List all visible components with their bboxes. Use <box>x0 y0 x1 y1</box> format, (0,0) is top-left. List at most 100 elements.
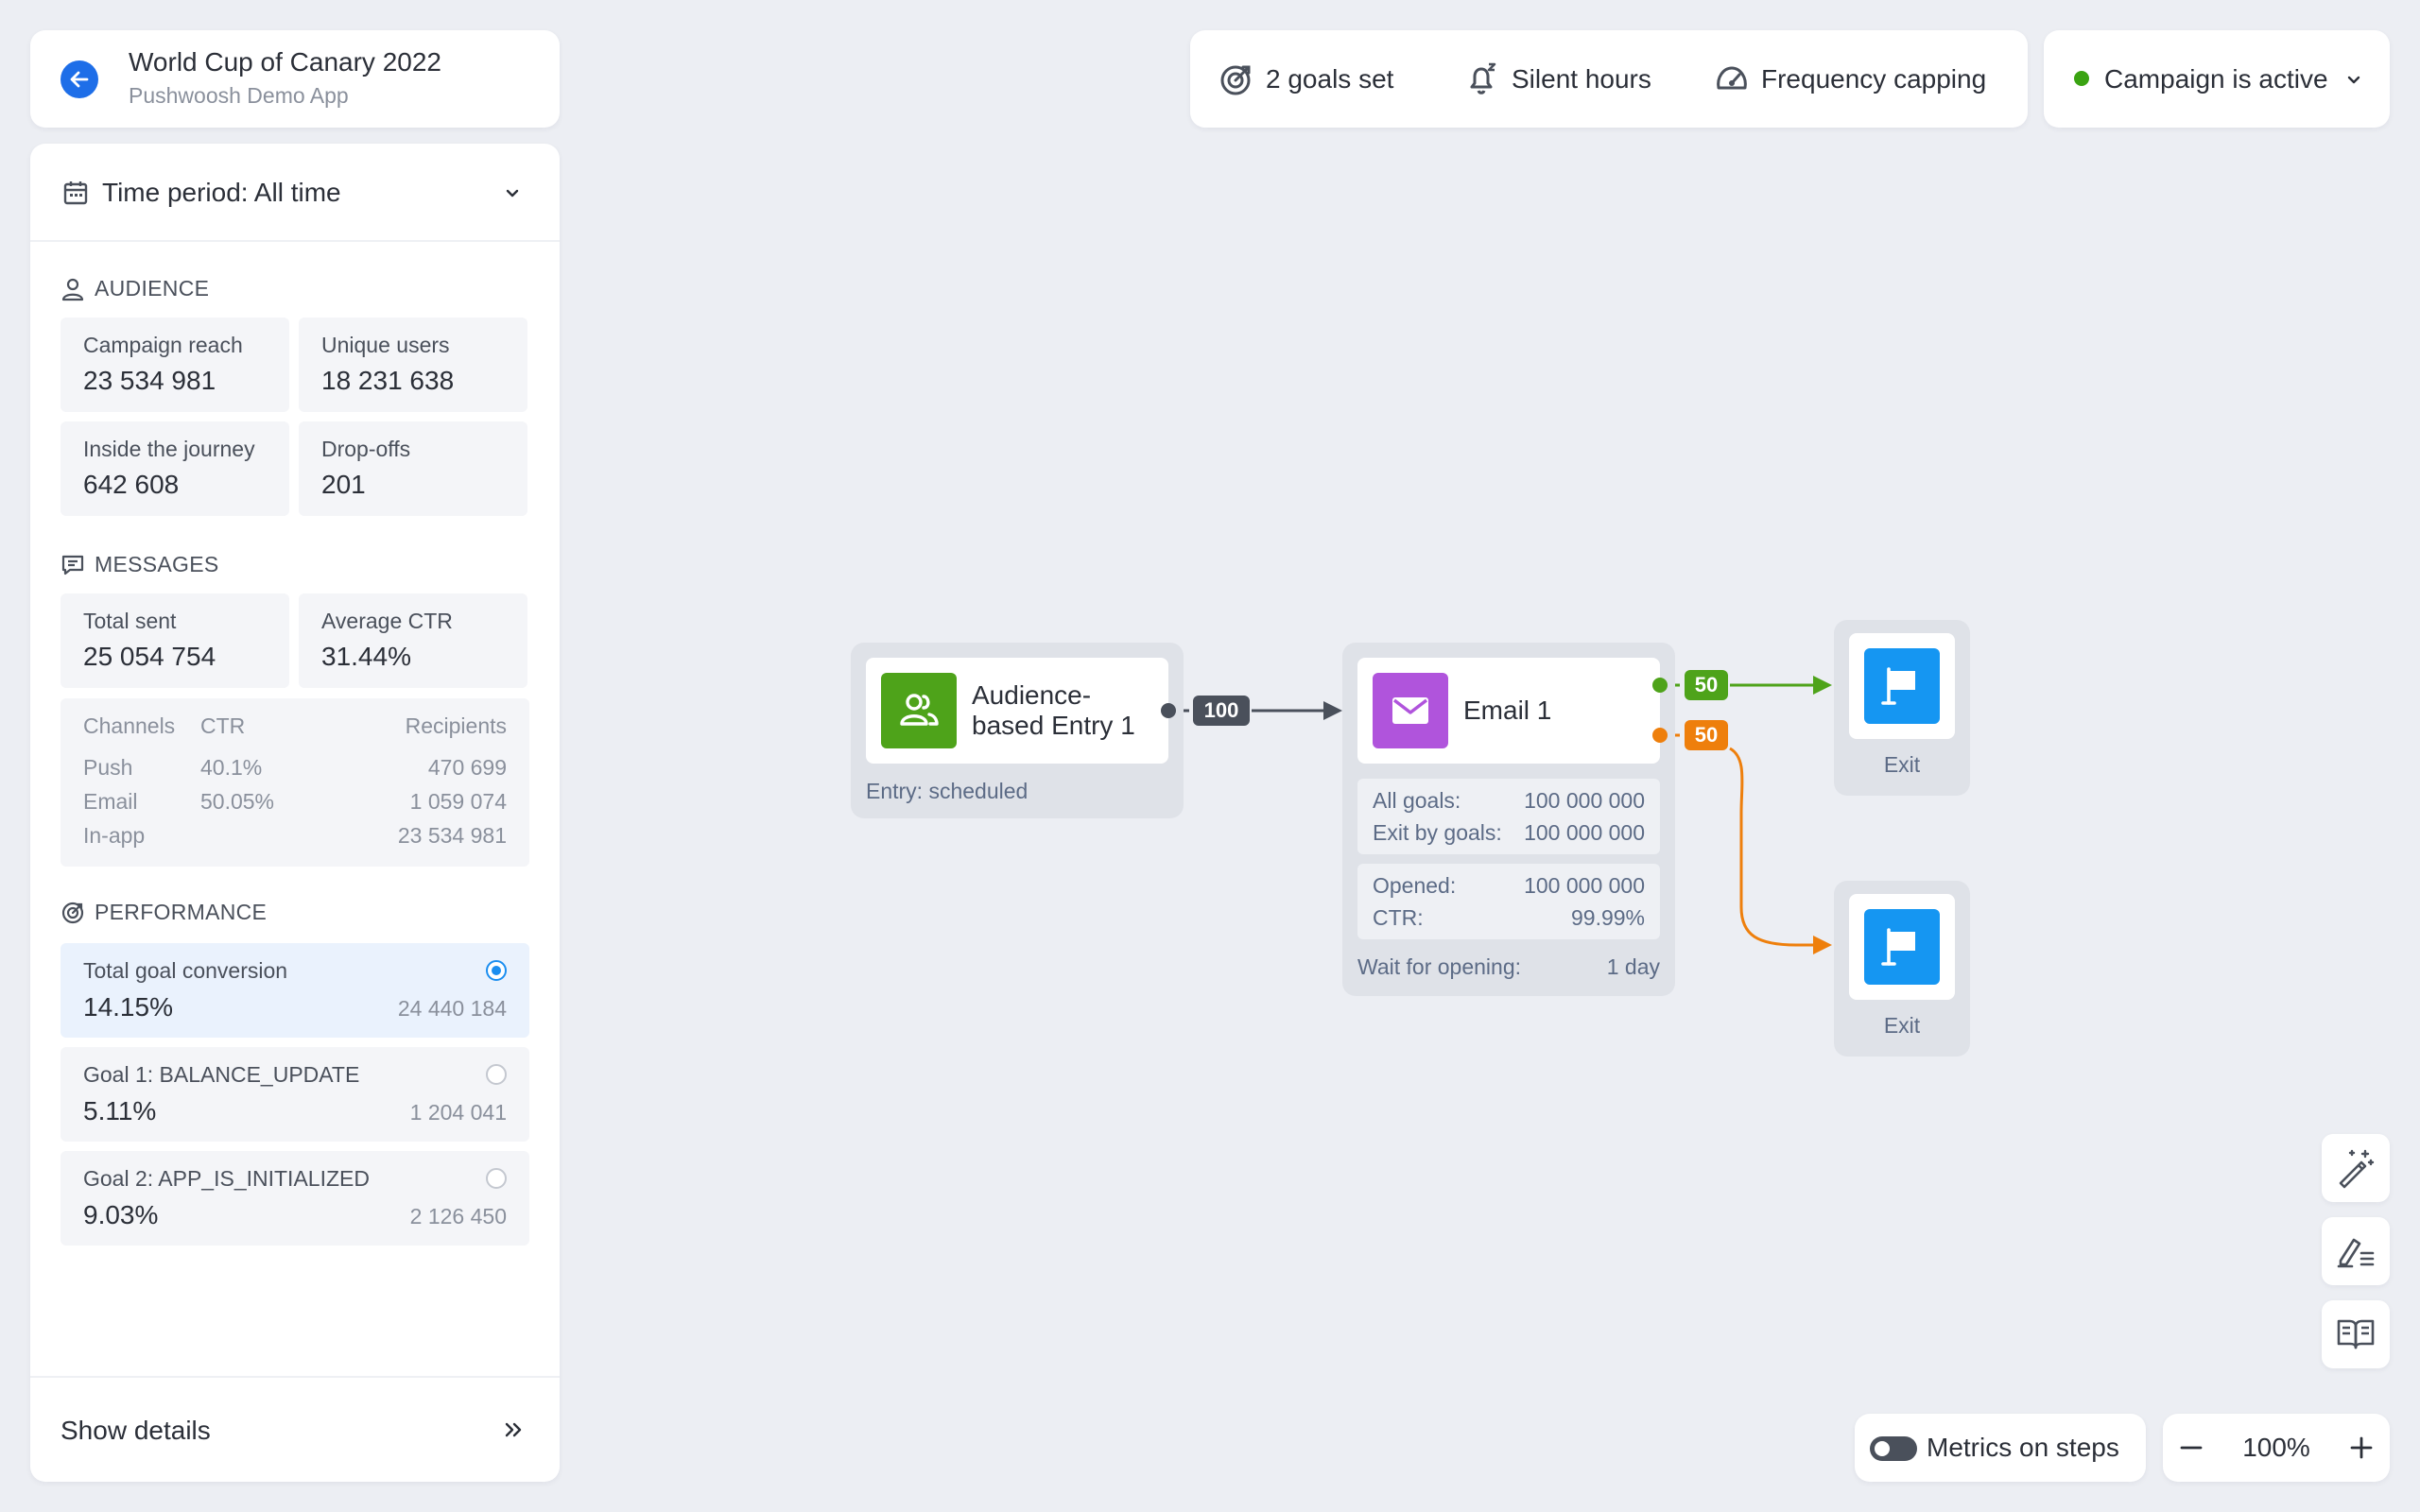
flag-icon <box>1881 928 1915 966</box>
table-cell: 40.1% <box>200 755 263 780</box>
documentation-button[interactable] <box>2322 1300 2390 1368</box>
column-header: Channels <box>83 713 176 738</box>
exit-node-1[interactable]: Exit <box>1834 620 1970 796</box>
speedometer-icon <box>1717 66 1747 90</box>
stat-value: 100 000 000 <box>1524 820 1645 845</box>
metric-value: 201 <box>321 470 366 499</box>
metrics-on-steps-toggle[interactable]: Metrics on steps <box>1855 1414 2146 1482</box>
silent-hours-setting[interactable]: Silent hours <box>1464 59 1651 100</box>
metric-label: Total sent <box>83 609 177 633</box>
exit-node-label: Exit <box>1883 752 1921 777</box>
exit-node-body <box>1849 894 1955 1000</box>
email-wait-row: Wait for opening: 1 day <box>1357 954 1660 983</box>
metrics-on-steps-label: Metrics on steps <box>1927 1433 2119 1462</box>
goal-2[interactable]: Goal 2: APP_IS_INITIALIZED 9.03% 2 126 4… <box>60 1151 529 1246</box>
goal-label: Total goal conversion <box>83 958 288 983</box>
metric-label: Campaign reach <box>83 333 243 357</box>
magic-wand-button[interactable] <box>2322 1134 2390 1202</box>
column-header: CTR <box>200 713 246 738</box>
metric-value: 31.44% <box>321 642 411 671</box>
show-details-label: Show details <box>60 1416 211 1445</box>
show-details-button[interactable]: Show details <box>30 1376 560 1482</box>
goal-total-conversion[interactable]: Total goal conversion 14.15% 24 440 184 <box>60 943 529 1038</box>
exit-node-icon-tile <box>1864 648 1940 724</box>
campaign-header: World Cup of Canary 2022 Pushwoosh Demo … <box>30 30 560 128</box>
stat-label: CTR: <box>1373 905 1424 930</box>
campaign-status-dropdown[interactable]: Campaign is active <box>2044 30 2390 128</box>
frequency-capping-label: Frequency capping <box>1761 64 1987 94</box>
exit-node-label: Exit <box>1883 1013 1921 1038</box>
status-dot-icon <box>2074 71 2089 86</box>
time-period-dropdown[interactable]: Time period: All time <box>30 144 560 242</box>
email-goals-stats: All goals: 100 000 000 Exit by goals: 10… <box>1357 779 1660 854</box>
connector-dot-icon[interactable] <box>1159 701 1178 720</box>
bell-sleep-icon <box>1470 62 1496 94</box>
message-icon <box>61 555 84 575</box>
stats-panel: Time period: All time AUDIENCE Campaign … <box>30 144 560 1482</box>
metric-drop-offs: Drop-offs 201 <box>299 421 527 516</box>
goals-setting[interactable]: 2 goals set <box>1219 59 1393 100</box>
table-header-row: Channels CTR Recipients <box>83 713 507 742</box>
chevron-down-icon <box>2347 76 2360 84</box>
goal-radio[interactable] <box>486 1168 507 1189</box>
zoom-out-button[interactable] <box>2163 1414 2220 1482</box>
campaign-title: World Cup of Canary 2022 <box>129 47 441 77</box>
edit-list-icon <box>2337 1238 2375 1268</box>
goal-radio[interactable] <box>486 960 507 981</box>
metric-campaign-reach: Campaign reach 23 534 981 <box>60 318 289 412</box>
entry-node-icon-tile <box>881 673 957 748</box>
toggle-switch[interactable] <box>1870 1436 1917 1461</box>
table-cell: Push <box>83 755 133 780</box>
connector-dot-opened-icon[interactable] <box>1651 676 1669 695</box>
metric-value: 25 054 754 <box>83 642 216 671</box>
metric-inside-journey: Inside the journey 642 608 <box>60 421 289 516</box>
email-node[interactable]: Email 1 All goals: 100 000 000 Exit by g… <box>1342 643 1675 996</box>
email-node-icon-tile <box>1373 673 1448 748</box>
goals-setting-label: 2 goals set <box>1266 64 1394 94</box>
entry-node-body: Audience- based Entry 1 <box>866 658 1168 764</box>
stat-row: CTR: 99.99% <box>1373 905 1645 934</box>
audience-section-title: AUDIENCE <box>60 276 209 301</box>
entry-link-count-badge: 100 <box>1193 696 1250 726</box>
target-icon <box>1220 65 1251 95</box>
edit-list-button[interactable] <box>2322 1217 2390 1285</box>
goal-count: 2 126 450 <box>409 1204 507 1228</box>
entry-node[interactable]: Audience- based Entry 1 Entry: scheduled <box>851 643 1184 818</box>
stat-row: Exit by goals: 100 000 000 <box>1373 820 1645 849</box>
messages-title-text: MESSAGES <box>95 552 219 576</box>
table-cell: 50.05% <box>200 789 275 814</box>
goal-1[interactable]: Goal 1: BALANCE_UPDATE 5.11% 1 204 041 <box>60 1047 529 1142</box>
stat-label: All goals: <box>1373 788 1461 813</box>
magic-wand-icon <box>2339 1149 2375 1189</box>
goal-count: 24 440 184 <box>397 996 507 1021</box>
minus-icon <box>2180 1446 2203 1450</box>
zoom-level: 100% <box>2242 1433 2310 1462</box>
goal-label: Goal 1: BALANCE_UPDATE <box>83 1062 360 1087</box>
settings-bar: 2 goals set Silent hours Frequency cappi… <box>1190 30 2028 128</box>
zoom-in-button[interactable] <box>2333 1414 2390 1482</box>
messages-section-title: MESSAGES <box>60 552 219 577</box>
exit-node-body <box>1849 633 1955 739</box>
performance-section-title: PERFORMANCE <box>60 900 267 925</box>
metric-label: Average CTR <box>321 609 453 633</box>
email-node-title: Email 1 <box>1463 696 1552 725</box>
time-period-label: Time period: All time <box>102 178 341 207</box>
chevron-down-icon <box>506 189 519 198</box>
stat-row: All goals: 100 000 000 <box>1373 788 1645 816</box>
back-button[interactable] <box>60 60 98 98</box>
metric-unique-users: Unique users 18 231 638 <box>299 318 527 412</box>
metric-value: 23 534 981 <box>83 366 216 395</box>
exit-node-2[interactable]: Exit <box>1834 881 1970 1057</box>
metric-total-sent: Total sent 25 054 754 <box>60 593 289 688</box>
frequency-capping-setting[interactable]: Frequency capping <box>1714 59 1986 100</box>
goal-radio[interactable] <box>486 1064 507 1085</box>
table-cell: 470 699 <box>427 755 507 780</box>
book-icon <box>2337 1319 2375 1349</box>
branch-opened-count-badge: 50 <box>1685 670 1728 700</box>
goal-label: Goal 2: APP_IS_INITIALIZED <box>83 1166 370 1191</box>
table-cell: 23 534 981 <box>397 823 507 848</box>
connector-dot-not-opened-icon[interactable] <box>1651 726 1669 745</box>
goal-value: 9.03% <box>83 1200 159 1229</box>
target-icon <box>61 902 84 923</box>
table-row: Push 40.1% 470 699 <box>83 755 507 783</box>
